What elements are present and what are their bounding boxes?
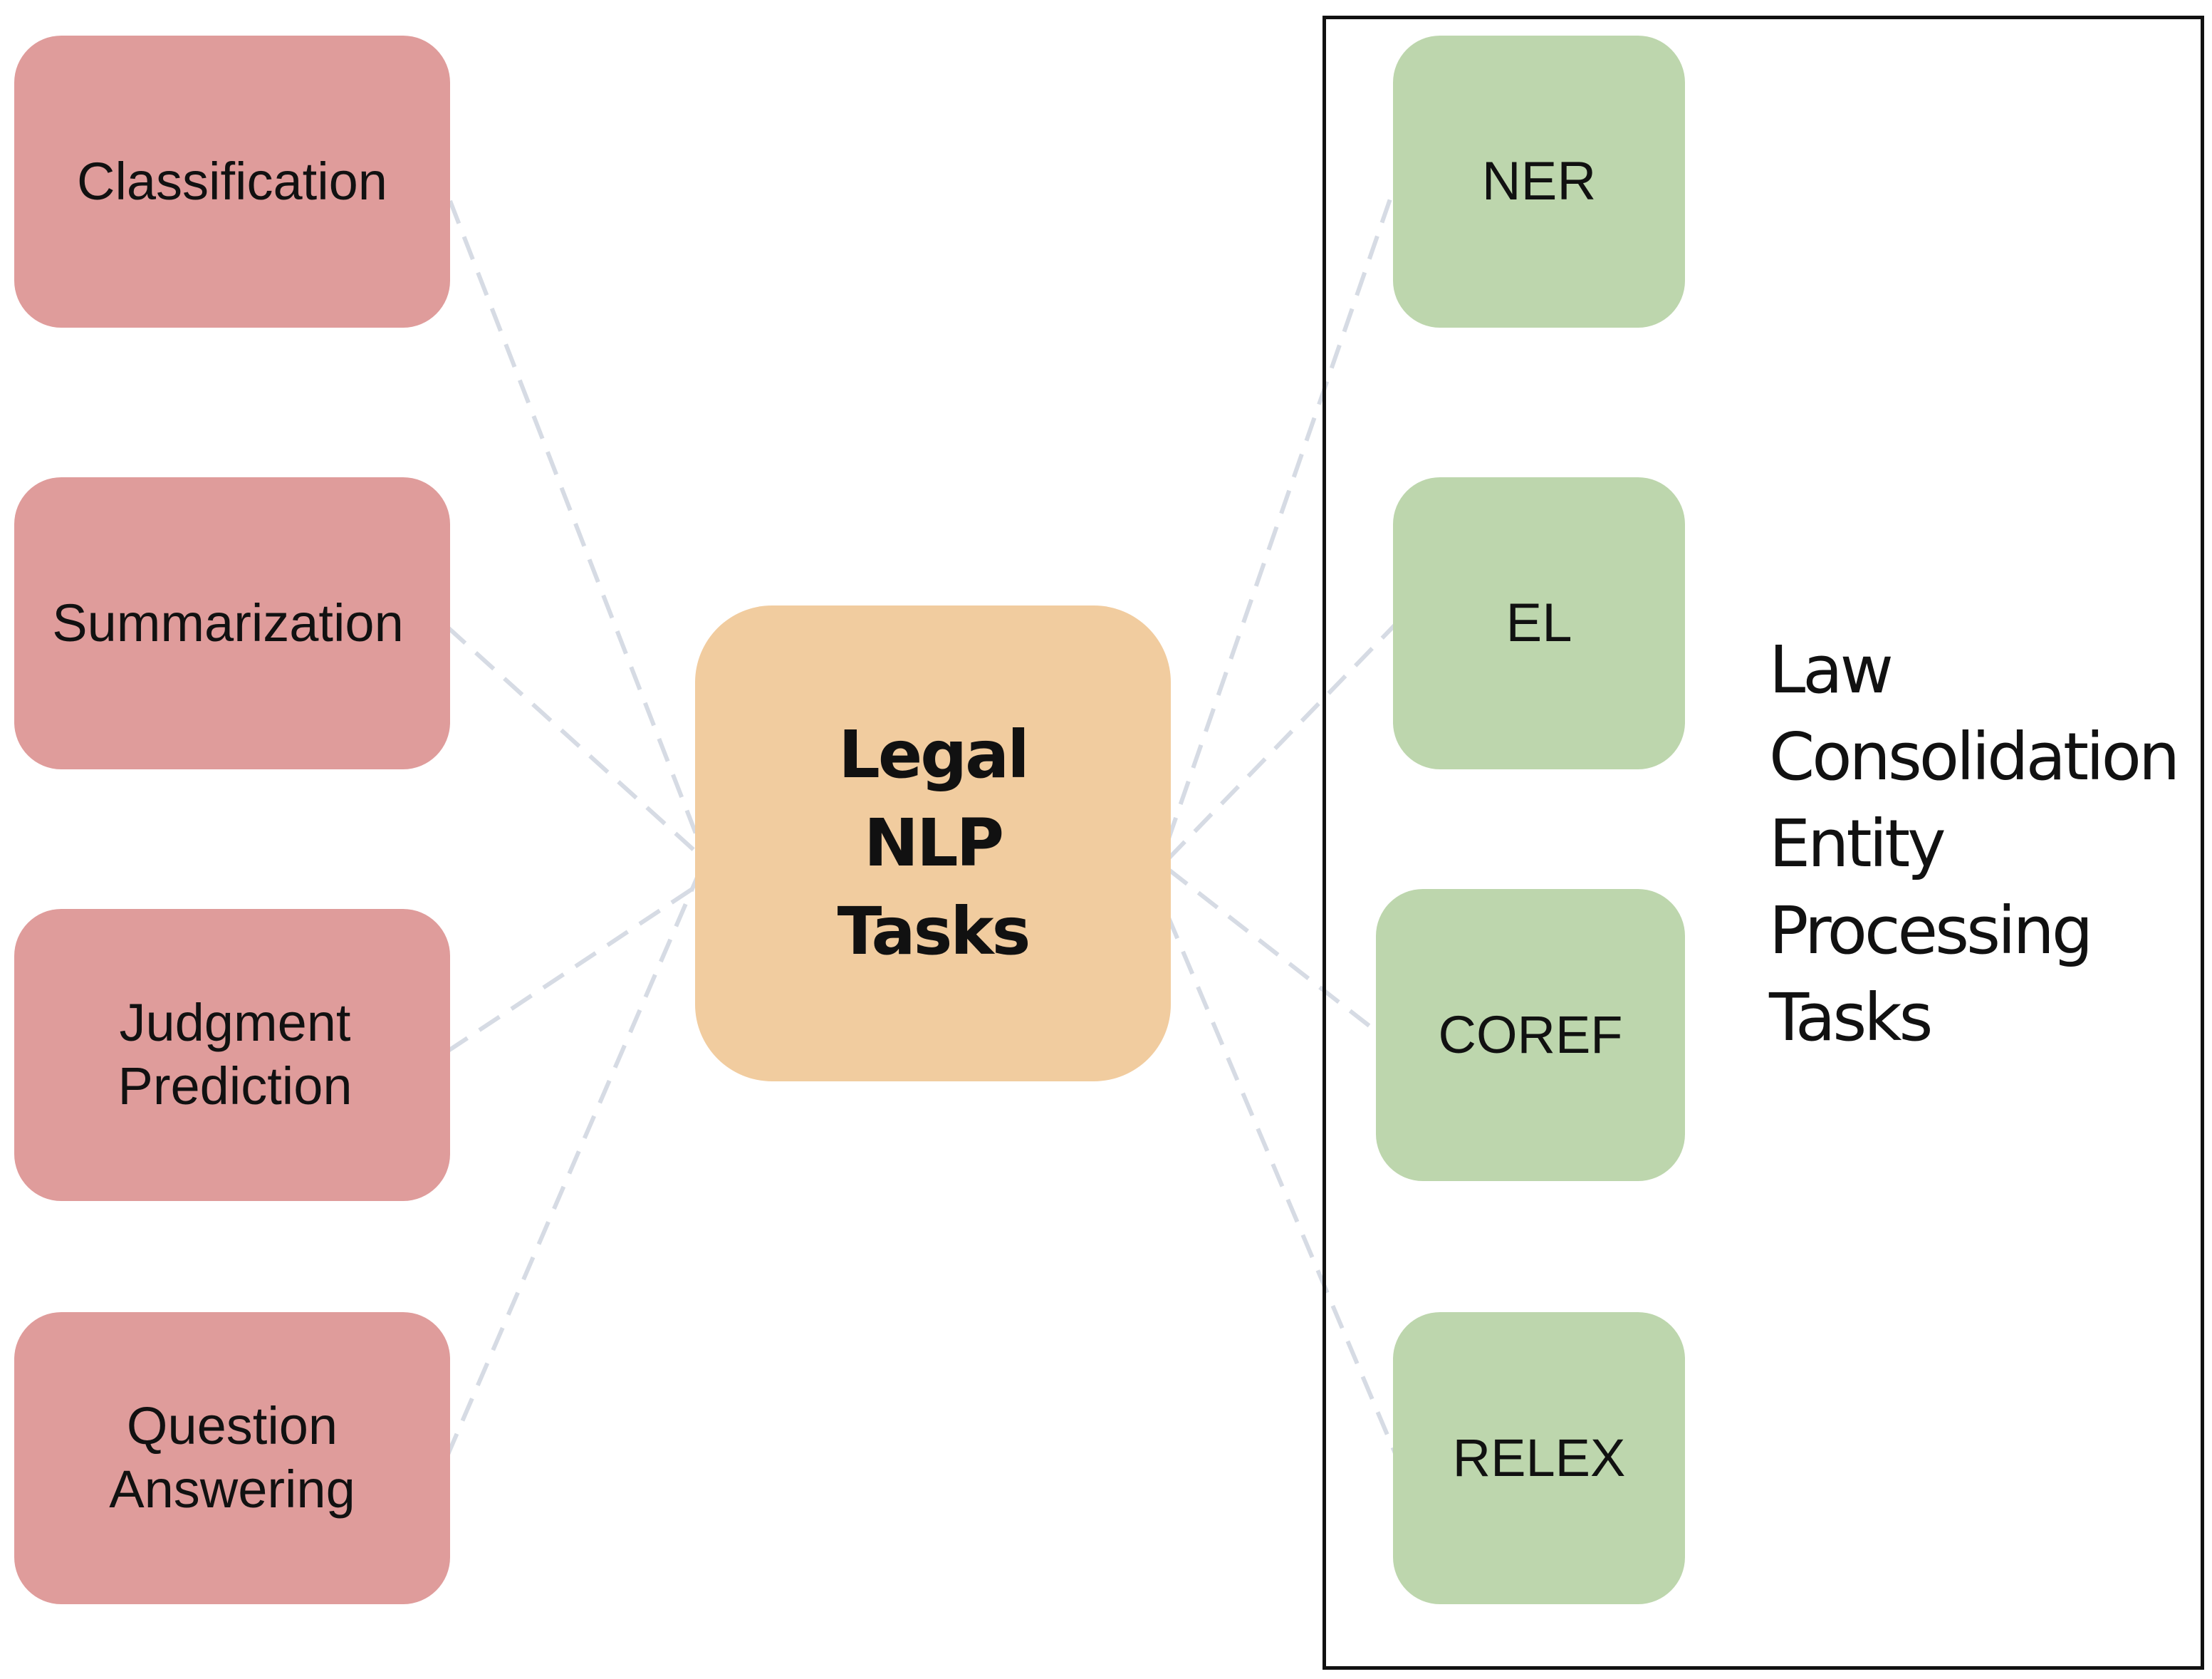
group-label: Law Consolidation Entity Processing Task…	[1769, 627, 2196, 1061]
connector-judgment-prediction	[446, 881, 702, 1054]
connector-question-answering	[445, 868, 703, 1457]
task-ner: NER	[1393, 36, 1685, 328]
center-legal-nlp-tasks: Legal NLP Tasks	[695, 605, 1171, 1081]
center-line-3: Tasks	[837, 893, 1031, 970]
law-consolidation-group-frame	[1322, 16, 2204, 1670]
connector-summarization	[445, 625, 703, 858]
task-summarization: Summarization	[14, 477, 450, 769]
task-relex-label: RELEX	[1452, 1428, 1626, 1487]
group-label-line-2: Consolidation	[1769, 719, 2180, 795]
task-classification: Classification	[14, 36, 450, 328]
task-coref: COREF	[1376, 889, 1685, 1181]
connector-coref	[1167, 867, 1382, 1036]
task-classification-label: Classification	[77, 151, 387, 211]
task-question-answering-line-2: Answering	[109, 1460, 355, 1519]
task-question-answering: Question Answering	[14, 1312, 450, 1604]
task-judgment-prediction-line-2: Prediction	[118, 1056, 353, 1116]
connector-classification	[448, 199, 703, 848]
task-el-label: EL	[1506, 593, 1572, 654]
task-summarization-label: Summarization	[52, 593, 404, 653]
group-label-line-5: Tasks	[1769, 979, 1934, 1056]
group-label-line-4: Processing	[1769, 893, 2093, 969]
connector-relex	[1166, 915, 1401, 1463]
task-judgment-prediction: Judgment Prediction	[14, 909, 450, 1201]
center-line-2: NLP	[863, 804, 1004, 881]
task-question-answering-line-1: Question	[126, 1396, 338, 1456]
task-relex: RELEX	[1393, 1312, 1685, 1604]
group-label-line-1: Law	[1769, 632, 1894, 708]
task-judgment-prediction-line-1: Judgment	[119, 993, 351, 1053]
task-coref-label: COREF	[1438, 1004, 1623, 1064]
group-label-line-3: Entity	[1769, 806, 1946, 882]
connector-el	[1166, 623, 1397, 861]
task-ner-label: NER	[1481, 151, 1597, 212]
task-el: EL	[1393, 477, 1685, 769]
center-line-1: Legal	[838, 716, 1029, 793]
